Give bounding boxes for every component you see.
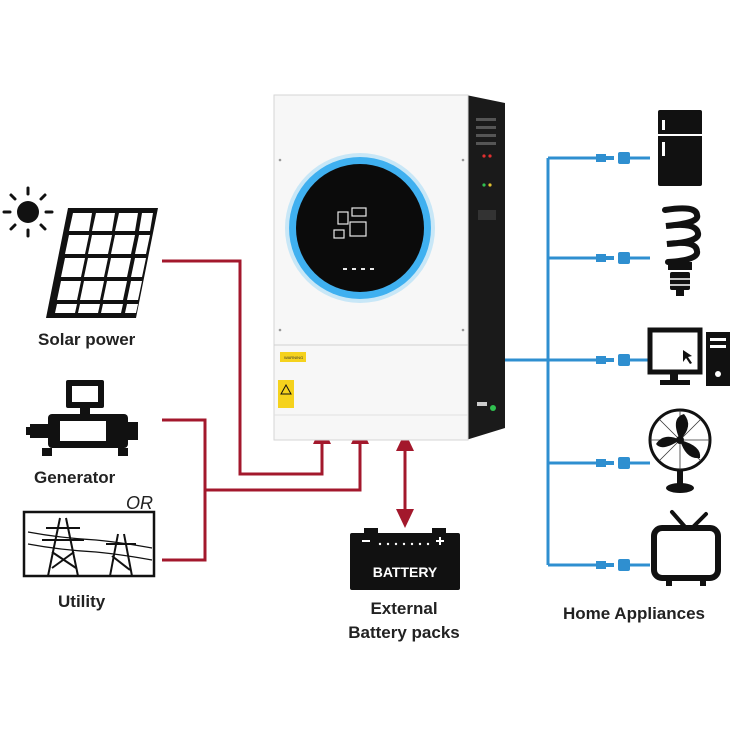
warning-label-text: WARNING [284,355,303,360]
utility-label: Utility [58,592,106,611]
battery-arrow [396,432,414,528]
light-bulb-icon [662,205,702,296]
plug-icon [596,252,650,264]
input-connection-lines [162,259,362,562]
plug-icon [596,457,650,469]
inverter-side-panel [466,95,505,440]
refrigerator-icon [658,110,702,186]
utility-merge-line [205,440,362,492]
computer-icon [647,327,730,386]
generator-icon [26,380,138,456]
inverter-warning-label [280,352,306,362]
fan-icon [648,408,712,493]
battery-caption-line2: Battery packs [348,623,460,642]
solar-panel-icon [46,208,158,318]
output-connection-lines [505,156,596,567]
power-tower-icon [22,510,156,578]
display-screen [296,164,424,292]
solar-power-label: Solar power [38,330,136,349]
generator-label: Generator [34,468,116,487]
plug-icon [596,152,650,164]
plug-icon [596,354,650,366]
tv-icon [651,510,721,586]
inverter-unit: WARNING [273,94,505,441]
home-appliances-label: Home Appliances [563,604,705,623]
or-label: OR [126,493,153,513]
battery-box-label: BATTERY [373,564,438,580]
generator-line [162,418,207,562]
sun-icon [2,186,54,238]
battery-caption-line1: External [370,599,437,618]
display-readout-icon [333,207,367,239]
appliance-plugs [596,152,650,571]
solar-line [162,259,324,476]
battery-icon: BATTERY [350,528,460,590]
plug-icon [596,559,650,571]
